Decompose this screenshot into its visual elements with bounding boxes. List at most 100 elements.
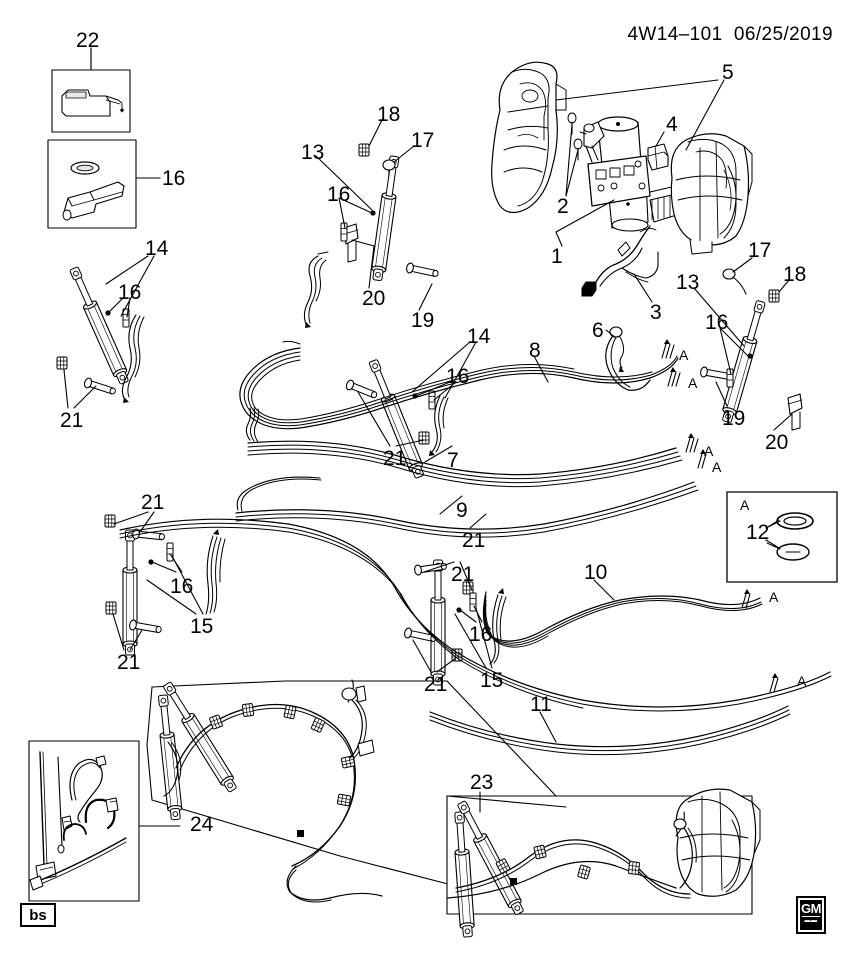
callout-16-lowerleft: 16	[170, 575, 194, 598]
hose-bundle-8	[239, 340, 679, 430]
callout-4: 4	[666, 113, 678, 136]
ref-marker-a-6: A	[797, 673, 807, 689]
ref-marker-a-1: A	[679, 347, 689, 363]
gm-logo-text: GM▬▬	[798, 898, 824, 932]
ref-marker-a-3: A	[704, 443, 714, 459]
hose-coil-c	[429, 395, 449, 456]
callout-9: 9	[456, 499, 468, 522]
callout-16-right: 16	[705, 311, 729, 334]
callout-14-upperleft: 14	[145, 237, 169, 260]
hose-pigtail-ll	[205, 529, 226, 615]
callout-10: 10	[584, 561, 608, 584]
ref-marker-a-box: A	[740, 497, 750, 513]
cylinder-upper-left	[369, 154, 403, 282]
callout-16-box: 16	[162, 167, 186, 190]
hose-end-a2	[667, 367, 681, 387]
callout-24: 24	[190, 813, 214, 836]
dot-16-right	[747, 353, 753, 359]
callout-7: 7	[447, 449, 459, 472]
callout-17-left: 17	[411, 129, 435, 152]
cylinder-15-lowerleft	[122, 529, 138, 656]
hose-end-a6	[769, 673, 779, 693]
callout-21-hose: 21	[462, 529, 486, 552]
pump-cover-right	[670, 133, 753, 255]
callout-3: 3	[650, 301, 662, 324]
bolt-21-lc-top	[413, 560, 448, 576]
callout-21-lowerleft: 21	[141, 491, 165, 514]
inset-box-12-frame	[726, 491, 838, 583]
callout-8: 8	[529, 339, 541, 362]
leader-lines	[63, 47, 793, 827]
callout-15-lowercenter: 15	[480, 669, 504, 692]
callout-16-center: 16	[446, 365, 470, 388]
clip-21-c	[418, 431, 430, 445]
callout-6: 6	[592, 319, 604, 342]
cylinder-15-lowercenter	[430, 559, 446, 686]
hose-bundle-11	[429, 705, 791, 756]
gm-logo: GM▬▬	[796, 896, 826, 934]
relay	[647, 143, 669, 171]
callout-11: 11	[530, 693, 552, 716]
hose-pigtail-left	[303, 251, 329, 328]
hose-end-a4	[697, 449, 707, 469]
callout-14-center: 14	[467, 325, 491, 348]
hose-coil-ul	[121, 314, 145, 403]
callout-16-lowercenter: 16	[469, 623, 493, 646]
callout-20-left: 20	[362, 287, 386, 310]
clip-21-ul	[56, 356, 68, 370]
callout-19-right: 19	[722, 407, 746, 430]
clip-18-left	[358, 143, 370, 157]
callout-5: 5	[722, 61, 734, 84]
callout-20-right: 20	[765, 431, 789, 454]
dot-16-left	[370, 210, 376, 216]
callout-12: 12	[746, 521, 770, 544]
hose-bundle-mid	[119, 518, 832, 712]
callout-13-right: 13	[676, 271, 700, 294]
drawing-header: 4W14–101 06/25/2019	[627, 24, 833, 45]
callout-16-left: 16	[327, 183, 351, 206]
clip-18-right	[768, 289, 780, 303]
wiring-harness	[581, 225, 659, 297]
clip-21-ll-top	[104, 514, 116, 528]
callout-21-upperleft: 21	[60, 409, 84, 432]
hose-end-a1	[661, 339, 675, 359]
hose-pigtail-lc	[489, 588, 507, 665]
callout-22: 22	[76, 29, 100, 52]
hose-bundle-9	[235, 476, 699, 538]
clip-21-ll-bot	[105, 601, 117, 615]
ref-marker-a-5: A	[769, 589, 779, 605]
callout-16-upperleft: 16	[118, 281, 142, 304]
callout-15-lowerleft: 15	[190, 615, 214, 638]
gm-logo-underline: ▬▬	[802, 916, 820, 925]
inset-box-22-frame	[51, 69, 131, 133]
hose-end-a5	[741, 589, 751, 609]
ref-marker-a-2: A	[688, 375, 698, 391]
bolt-19-left	[405, 261, 440, 280]
callout-17-right: 17	[748, 239, 772, 262]
ground-wire-6	[605, 326, 651, 391]
callout-21-center: 21	[383, 447, 407, 470]
fitting-16-ll	[166, 542, 174, 562]
callout-18-right: 18	[783, 263, 807, 286]
callout-2: 2	[557, 195, 569, 218]
inset-box-16-frame	[47, 139, 137, 229]
hose-bundle-10	[482, 591, 763, 648]
pump-motor-assembly	[579, 116, 681, 232]
assembly-23-frame	[146, 680, 753, 915]
ref-marker-a-4: A	[712, 459, 722, 475]
pump-cover-left	[491, 61, 567, 214]
callout-1: 1	[551, 245, 563, 268]
pin-17-right	[722, 268, 747, 295]
bolt-21-c	[344, 378, 379, 401]
assembly-23-left-detail	[155, 679, 383, 903]
callout-23: 23	[470, 771, 494, 794]
hose-bundle-7	[245, 407, 683, 488]
bs-mark: bs	[20, 903, 56, 927]
assembly-23-right-detail	[447, 788, 761, 938]
pin-17-left	[382, 159, 396, 177]
callout-13-left: 13	[301, 141, 325, 164]
callout-19-left: 19	[411, 309, 435, 332]
bracket-20-right	[787, 393, 803, 431]
